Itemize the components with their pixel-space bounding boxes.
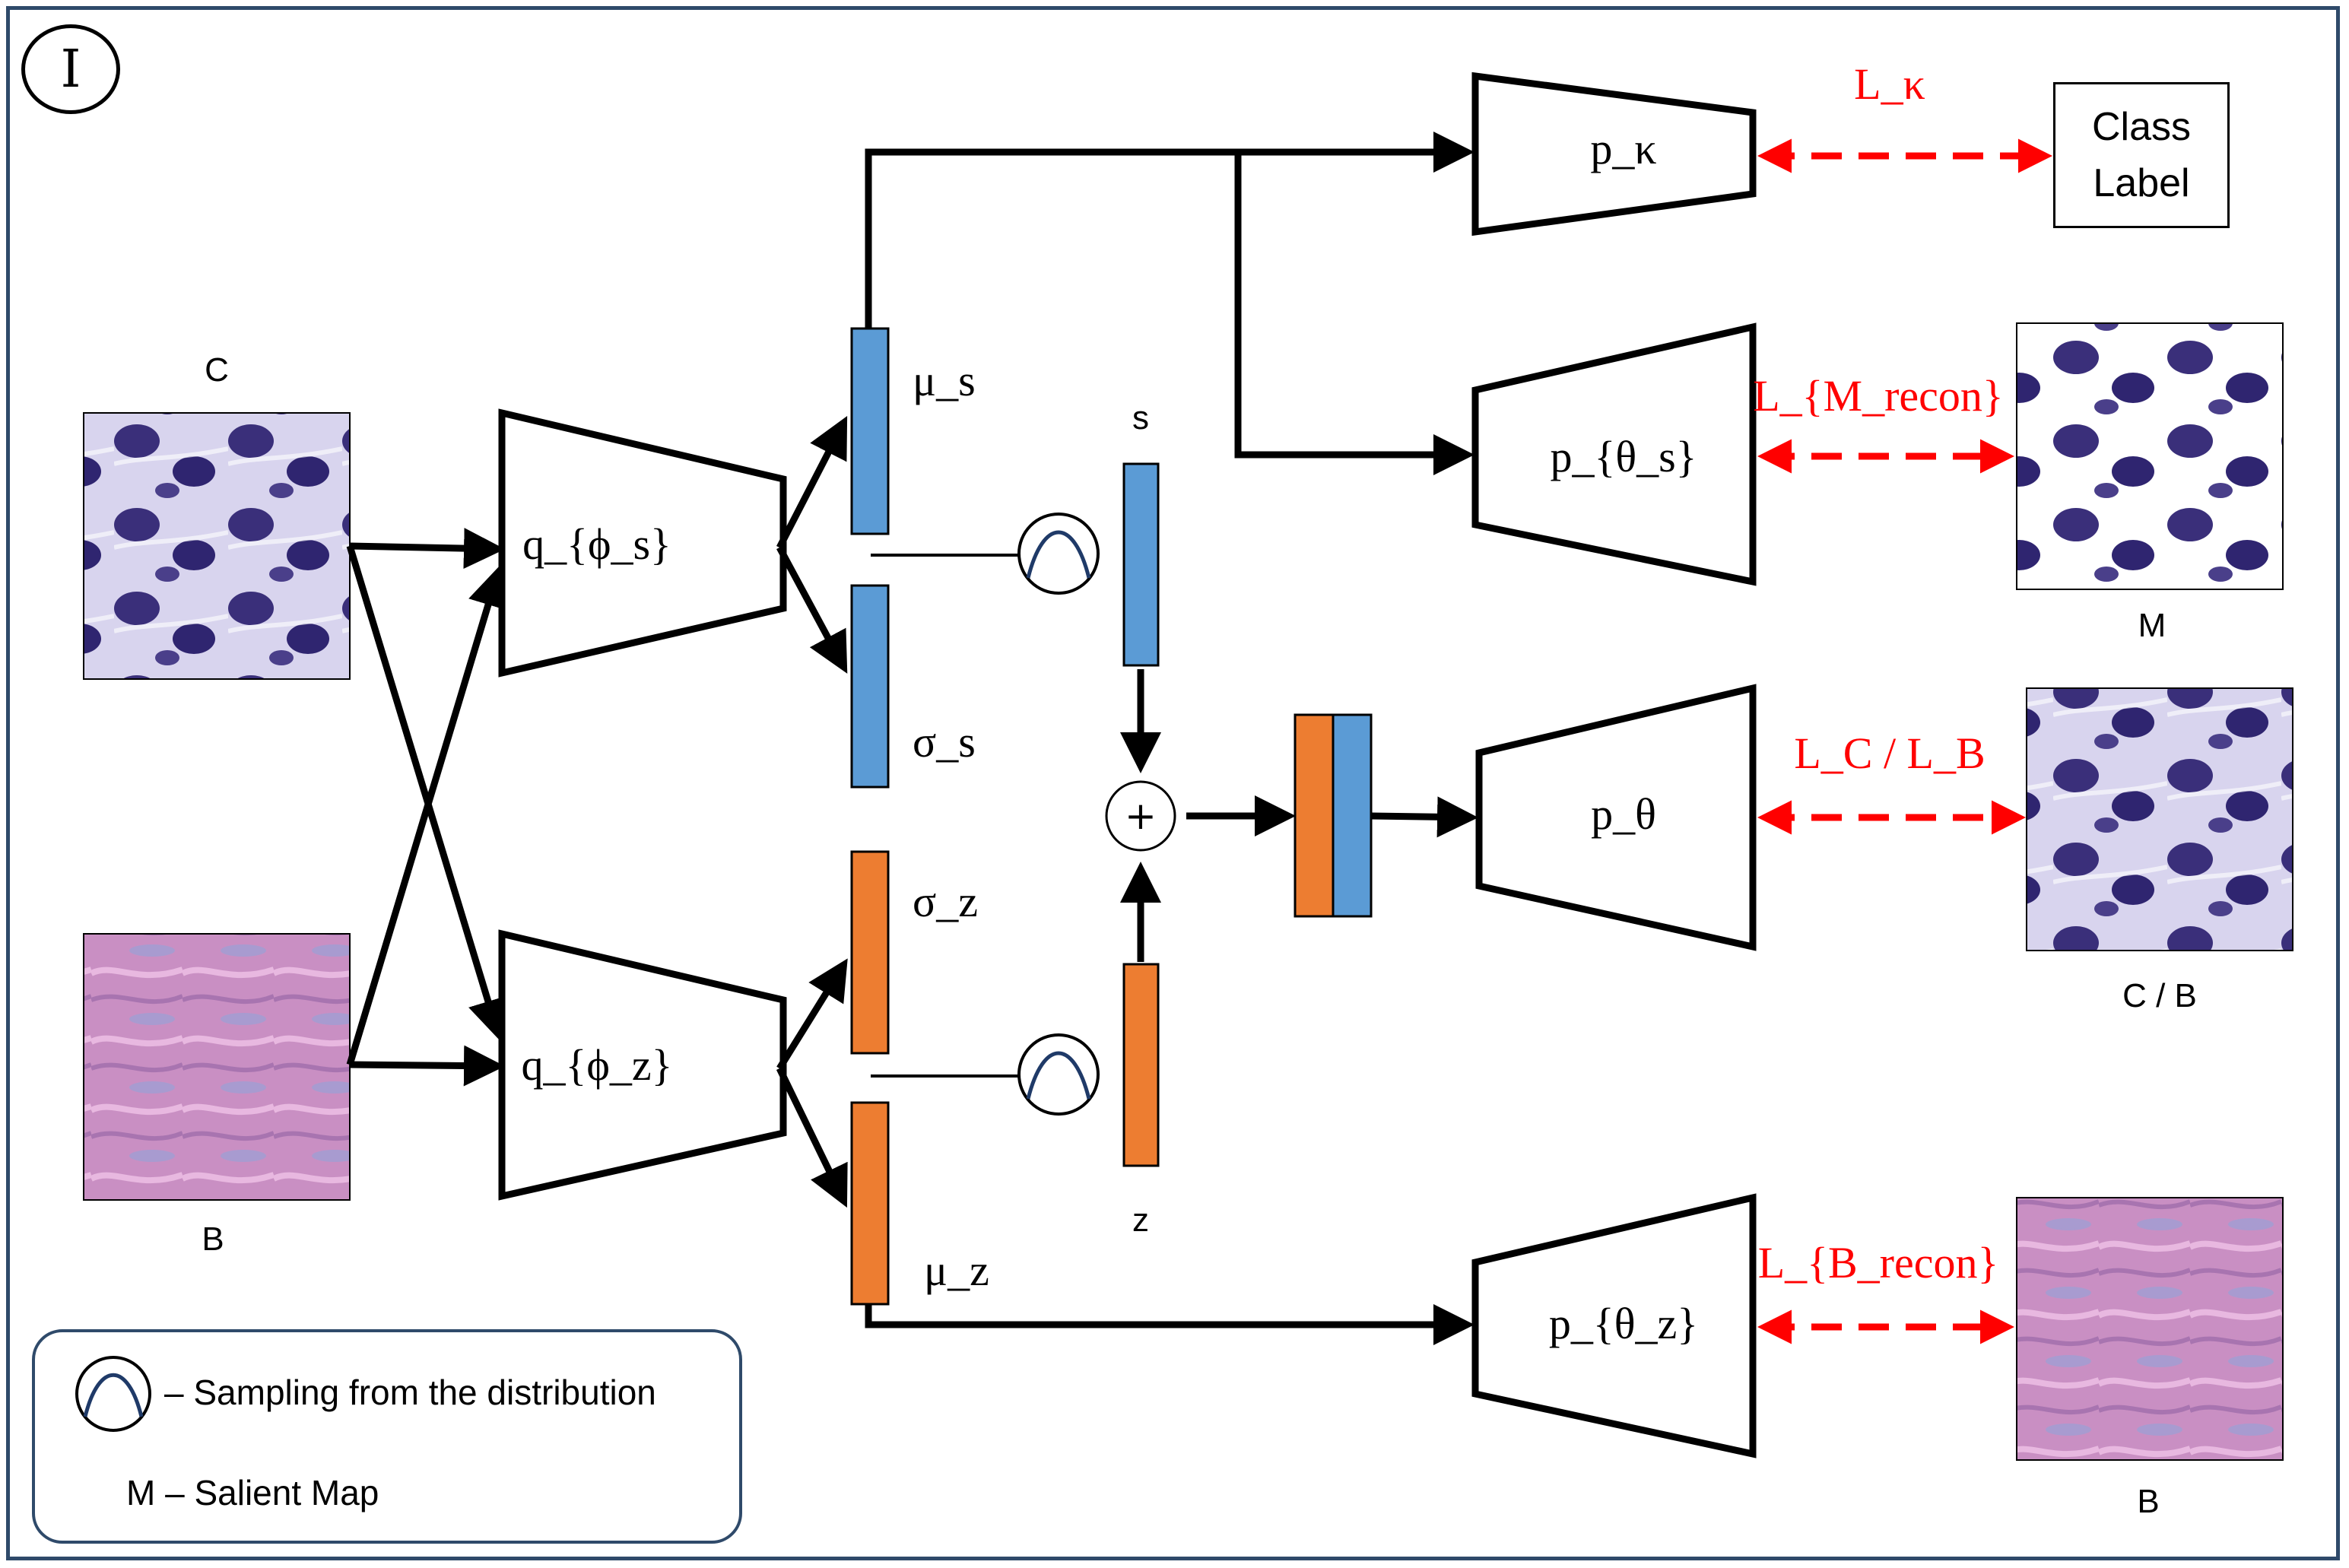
class-label-line1: Class [2091, 105, 2192, 149]
sigma-s-bar [850, 584, 890, 789]
p-kappa-label: p_κ [1590, 124, 1656, 173]
decoder-p-kappa [1471, 71, 1757, 236]
panel-badge: I [21, 24, 120, 114]
input-image-b [83, 933, 351, 1201]
z-latent-bar [1122, 963, 1160, 1167]
legend-box: – Sampling from the distribution M – Sal… [32, 1329, 742, 1544]
p-theta-z-label: p_{θ_z} [1549, 1299, 1698, 1348]
sigma-s-label: σ_s [913, 717, 976, 767]
legend-sampling-text: – Sampling from the distribution [164, 1373, 656, 1412]
mu-s-label: μ_s [913, 356, 976, 405]
loss-m-recon-label: L_{M_recon} [1753, 371, 2003, 421]
encoder-s-block [498, 408, 787, 678]
output-m-label: M [2138, 607, 2166, 644]
input-b-label: B [202, 1220, 224, 1258]
s-latent-bar [1122, 462, 1160, 667]
arrow-mu-s-to-p-kappa [865, 132, 1474, 329]
arrow-c-to-enc-z [346, 544, 508, 1041]
arrow-enc-s-to-mu-s [776, 415, 848, 550]
arrow-combined-to-p-theta [1370, 796, 1478, 838]
output-b-label: B [2137, 1483, 2160, 1520]
mu-s-bar [850, 327, 890, 535]
mu-z-label: μ_z [924, 1246, 989, 1295]
z-latent-label: z [1132, 1201, 1149, 1239]
encoder-s-label: q_{ϕ_s} [522, 519, 671, 569]
loss-c-b-label: L_C / L_B [1794, 728, 1985, 778]
arrow-c-to-enc-s [349, 528, 505, 570]
sum-symbol: + [1125, 794, 1157, 838]
class-label-line2: Label [2093, 161, 2190, 205]
output-image-m [2016, 322, 2284, 590]
input-image-c [83, 412, 351, 680]
combined-z-part [1294, 713, 1335, 918]
legend-salient-text: M – Salient Map [126, 1473, 379, 1512]
encoder-z-label: q_{ϕ_z} [522, 1040, 673, 1090]
decoder-p-theta [1475, 684, 1757, 951]
input-c-label: C [205, 351, 229, 389]
sum-node [1105, 780, 1176, 852]
encoder-z-block [498, 929, 787, 1201]
output-image-cb [2026, 687, 2293, 951]
arrow-mu-z-to-p-theta-z [865, 1304, 1474, 1345]
arrow-mu-s-to-p-theta-s [1234, 152, 1474, 475]
arrow-enc-z-to-mu-z [776, 1067, 848, 1208]
output-image-b [2016, 1197, 2284, 1461]
sigma-z-bar [850, 850, 890, 1055]
p-theta-label: p_θ [1591, 789, 1656, 839]
class-label-box: Class Label [2053, 82, 2230, 228]
panel-id: I [60, 39, 81, 100]
loss-kappa-label: L_κ [1854, 59, 1925, 109]
p-theta-s-label: p_{θ_s} [1550, 432, 1697, 481]
decoder-p-theta-s [1471, 322, 1757, 586]
mu-z-bar [850, 1101, 890, 1306]
s-latent-label: s [1132, 399, 1149, 436]
arrow-enc-z-to-sigma-z [776, 958, 848, 1071]
loss-b-recon-label: L_{B_recon} [1758, 1238, 1999, 1287]
arrow-enc-s-to-sigma-s [776, 545, 848, 674]
sampling-icon-s [1017, 513, 1100, 595]
figure-frame [6, 6, 2340, 1560]
sampling-icon-z [1017, 1033, 1100, 1116]
output-cb-label: C / B [2122, 977, 2197, 1014]
arrow-b-to-enc-s [346, 565, 508, 1066]
sigma-z-label: σ_z [913, 877, 978, 926]
arrow-b-to-enc-z [349, 1045, 505, 1087]
sampling-icon-legend [75, 1356, 151, 1432]
decoder-p-theta-z [1471, 1193, 1757, 1458]
combined-s-part [1332, 713, 1373, 918]
